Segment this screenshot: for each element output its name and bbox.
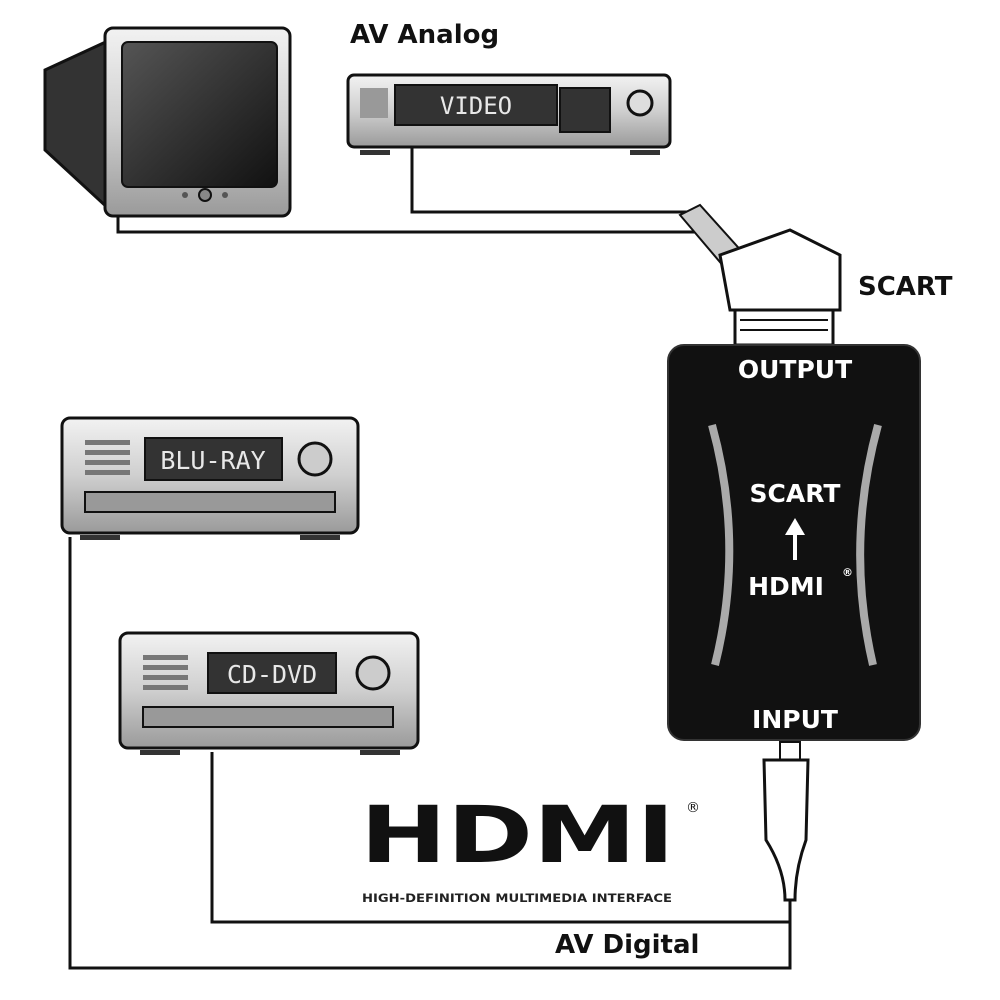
output-label: OUTPUT: [738, 355, 852, 384]
input-label: INPUT: [752, 705, 838, 734]
converter-registered-mark: ®: [842, 566, 853, 579]
scart-plug: [678, 203, 842, 347]
hdmi-plug: [762, 741, 810, 902]
av-analog-label: AV Analog: [350, 20, 499, 50]
converter-to-label: SCART: [750, 479, 841, 508]
hdmi-logo-tagline: HIGH-DEFINITION MULTIMEDIA INTERFACE: [362, 891, 672, 905]
hdmi-logo-registered: ®: [686, 800, 700, 816]
analog-wires: [116, 148, 695, 234]
cddvd-display: CD-DVD: [227, 660, 317, 689]
vcr-display: VIDEO: [440, 92, 512, 120]
arrow-up-icon: [785, 518, 805, 560]
hdmi-logo: HDMI ® HIGH-DEFINITION MULTIMEDIA INTERF…: [360, 791, 700, 905]
bluray-display: BLU-RAY: [160, 446, 265, 475]
digital-wires: [68, 537, 792, 970]
vcr: VIDEO: [346, 73, 672, 155]
cd-dvd-player: CD-DVD: [118, 631, 420, 755]
scart-label: SCART: [858, 272, 953, 302]
tv: [43, 26, 292, 218]
bluray-player: BLU-RAY: [60, 416, 360, 540]
converter-from-label: HDMI: [748, 572, 824, 601]
av-digital-label: AV Digital: [555, 930, 699, 960]
converter-box: OUTPUT SCART HDMI ® INPUT: [667, 344, 921, 741]
hdmi-logo-text: HDMI: [360, 791, 675, 881]
